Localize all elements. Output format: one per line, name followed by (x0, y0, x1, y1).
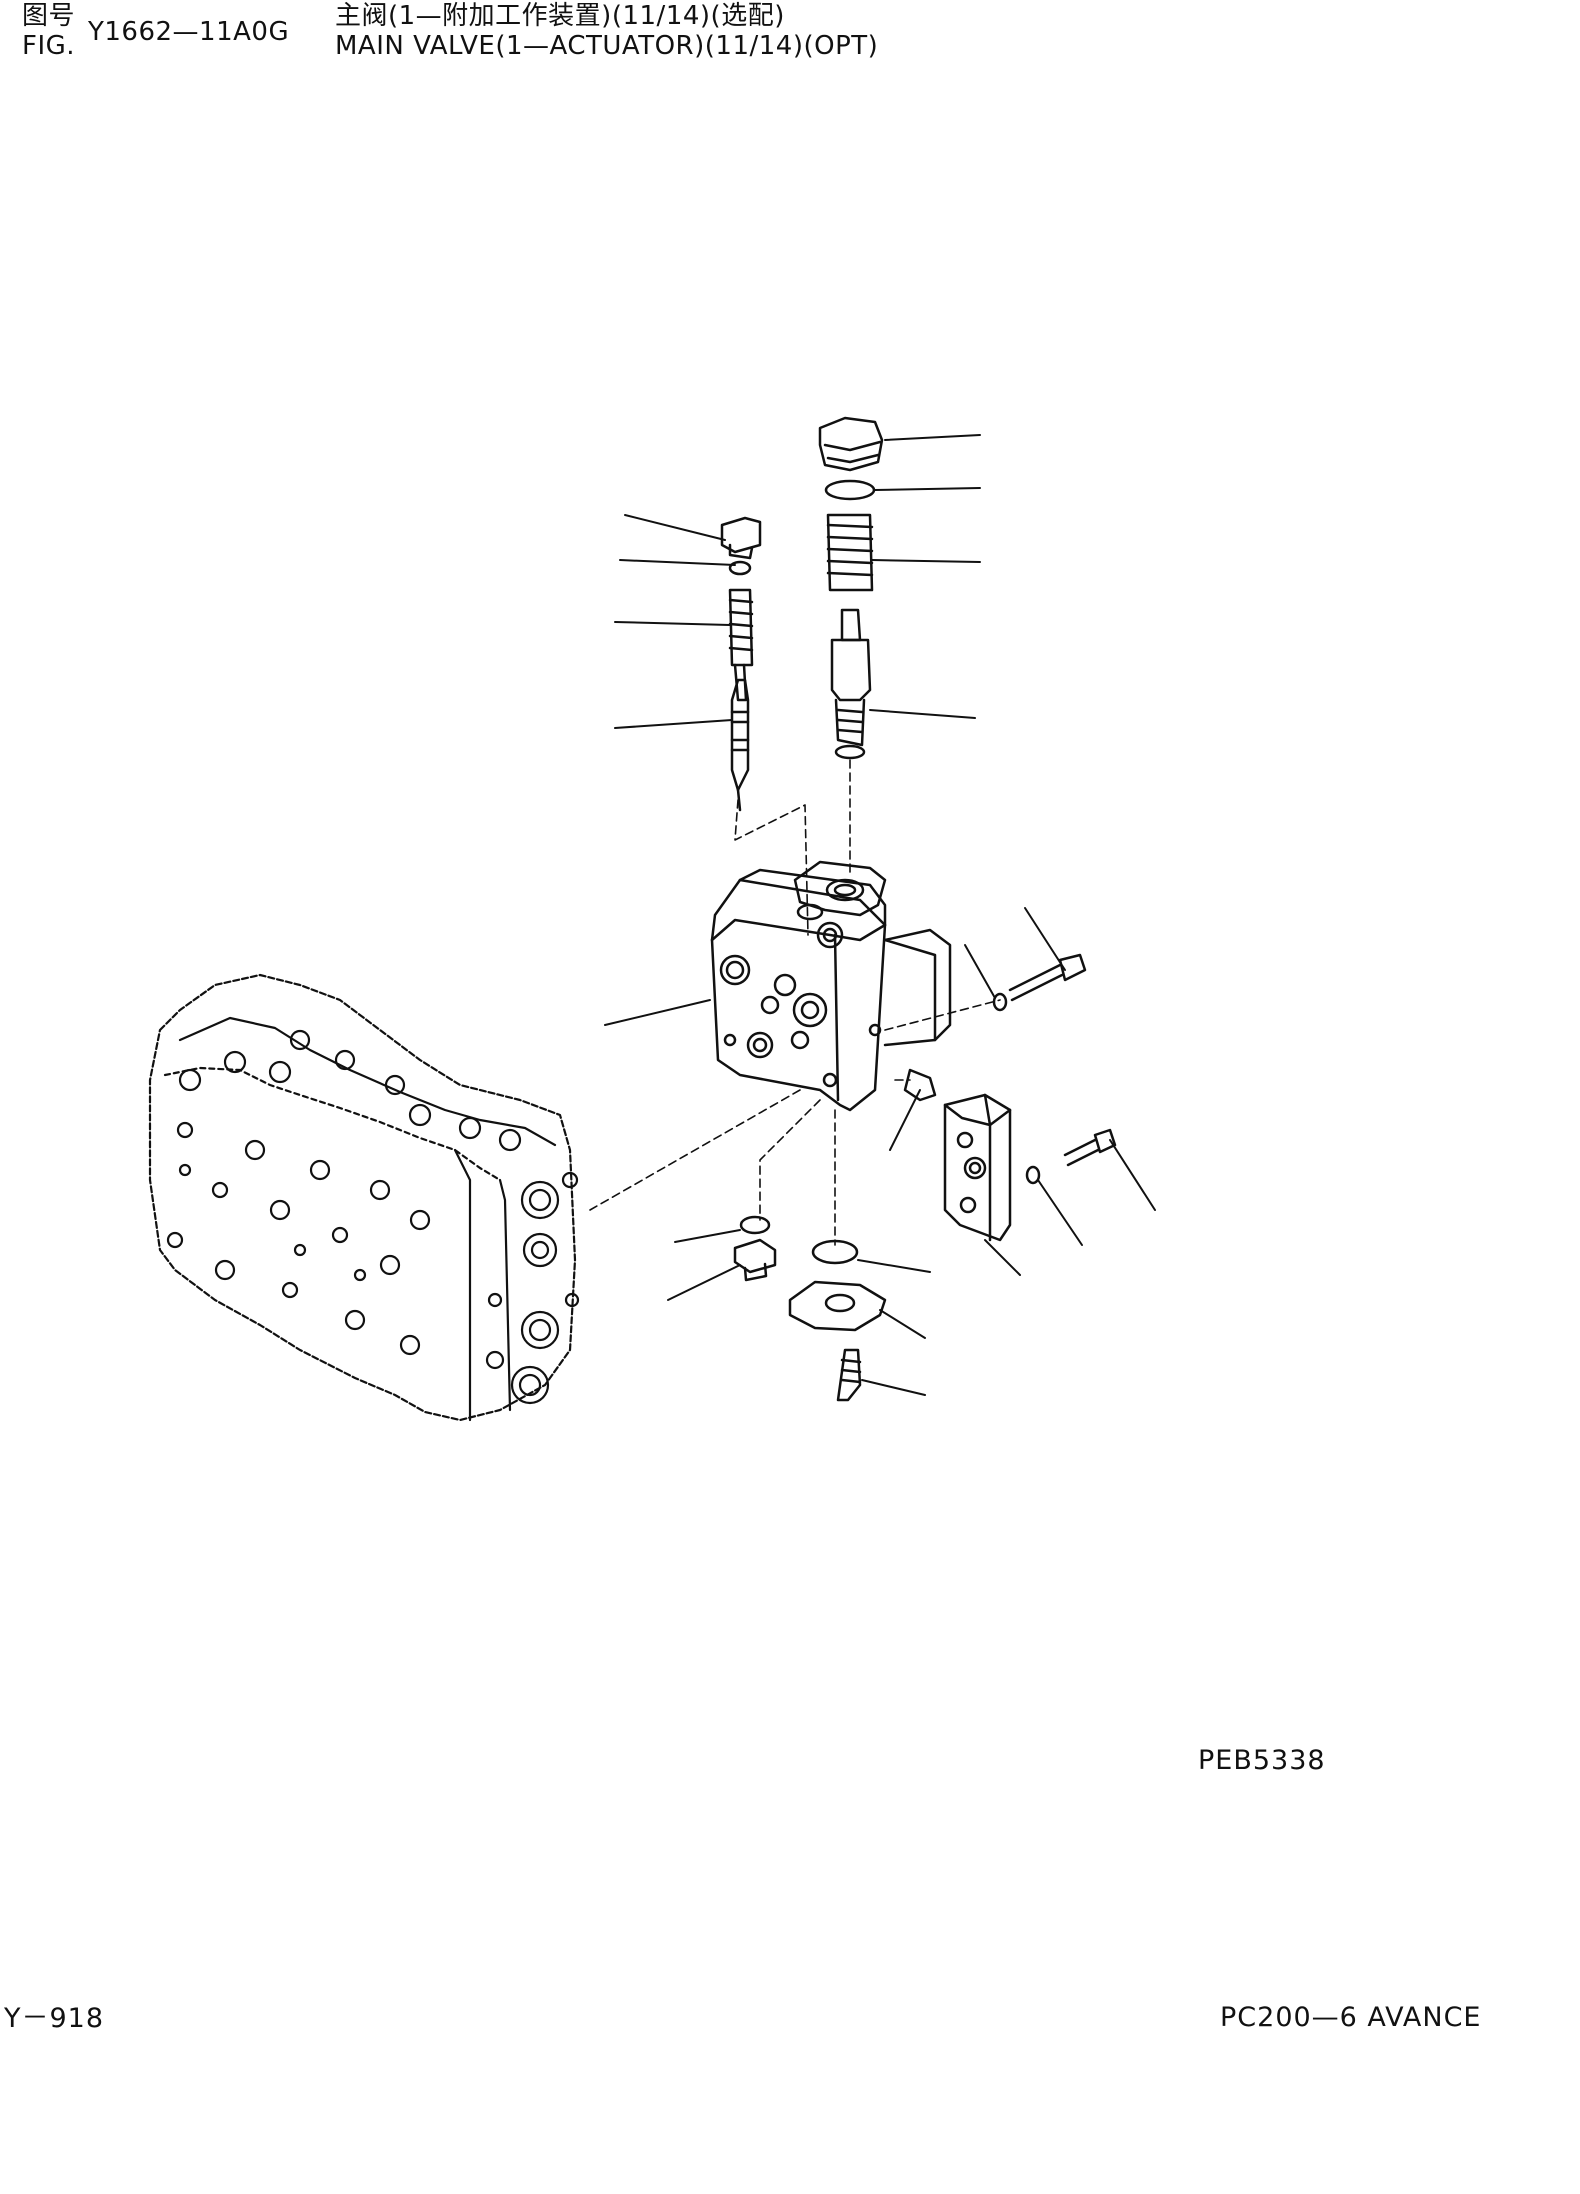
assembly-lines (589, 759, 1001, 1246)
bolt-upper-right (992, 953, 1087, 1012)
leader-lines (604, 434, 1156, 1396)
flange-lower (788, 1239, 887, 1402)
drawing-code: PEB5338 (1198, 1745, 1326, 1776)
figure-number: Y1662—11A0G (88, 17, 290, 47)
page-number: Y－918 (4, 2003, 105, 2034)
machine-model: PC200—6 AVANCE (1220, 2002, 1482, 2033)
figure-label-en: FIG. (22, 31, 76, 61)
figure-title-cn: 主阀(1—附加工作装置)(11/14)(选配) (335, 1, 785, 31)
figure-title-en: MAIN VALVE(1—ACTUATOR)(11/14)(OPT) (335, 31, 879, 61)
plug-small (903, 1068, 937, 1102)
figure-label-cn: 图号 (22, 1, 76, 31)
relief-valve-right (818, 416, 884, 760)
section-valve-body (710, 860, 952, 1112)
bolt-cover-plate (1025, 1128, 1117, 1185)
relief-valve-left (720, 516, 762, 812)
plug-lower-left (733, 1215, 777, 1282)
main-valve-block (148, 973, 580, 1422)
cover-plate (943, 1093, 1012, 1242)
